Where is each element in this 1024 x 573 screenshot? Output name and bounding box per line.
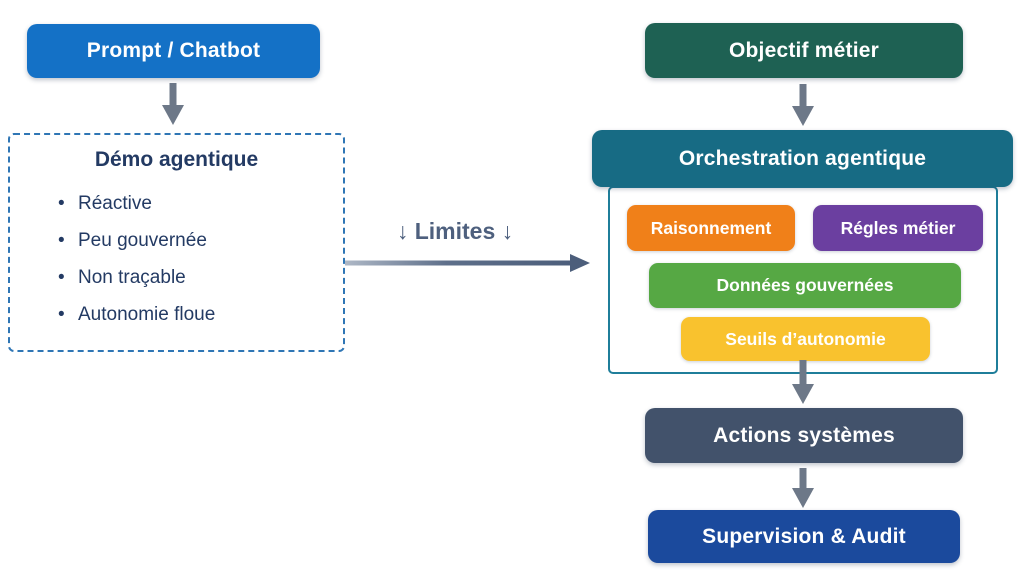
demo-bullet-list: Réactive Peu gouvernée Non traçable Auto… <box>10 185 343 333</box>
objectif-metier-label: Objectif métier <box>728 38 880 62</box>
prompt-chatbot-label: Prompt / Chatbot <box>86 39 261 62</box>
down-arrow-icon <box>161 83 185 125</box>
down-arrow-icon <box>791 84 815 126</box>
chip-raisonnement: Raisonnement <box>627 205 795 251</box>
supervision-audit-box: Supervision & Audit <box>648 510 960 563</box>
chip-regles-metier: Régles métier <box>813 205 983 251</box>
chip-seuils-autonomie: Seuils d’autonomie <box>681 317 930 361</box>
demo-agentique-box: Démo agentique Réactive Peu gouvernée No… <box>8 133 345 352</box>
orchestration-container: Raisonnement Régles métier Données gouve… <box>608 186 998 374</box>
orchestration-agentique-label: Orchestration agentique <box>678 146 927 170</box>
limites-label: ↓ Limites ↓ <box>396 218 514 244</box>
actions-systemes-label: Actions systèmes <box>713 423 895 447</box>
actions-systemes-box: Actions systèmes <box>645 408 963 463</box>
list-item: Peu gouvernée <box>58 222 343 259</box>
objectif-metier-box: Objectif métier <box>645 23 963 78</box>
chip-donnees-gouvernees: Données gouvernées <box>649 263 961 308</box>
orchestration-agentique-box: Orchestration agentique <box>592 130 1013 187</box>
chip-donnees-gouvernees-label: Données gouvernées <box>716 275 894 295</box>
demo-agentique-title: Démo agentique <box>94 148 259 171</box>
down-arrow-icon <box>791 360 815 404</box>
right-arrow-icon <box>345 252 590 274</box>
prompt-chatbot-box: Prompt / Chatbot <box>27 24 320 78</box>
chip-raisonnement-label: Raisonnement <box>650 217 772 238</box>
chip-regles-metier-label: Régles métier <box>840 217 956 238</box>
supervision-audit-label: Supervision & Audit <box>702 524 906 548</box>
list-item: Non traçable <box>58 259 343 296</box>
down-arrow-icon <box>791 468 815 508</box>
chip-seuils-autonomie-label: Seuils d’autonomie <box>725 328 886 349</box>
list-item: Réactive <box>58 185 343 222</box>
list-item: Autonomie floue <box>58 296 343 333</box>
